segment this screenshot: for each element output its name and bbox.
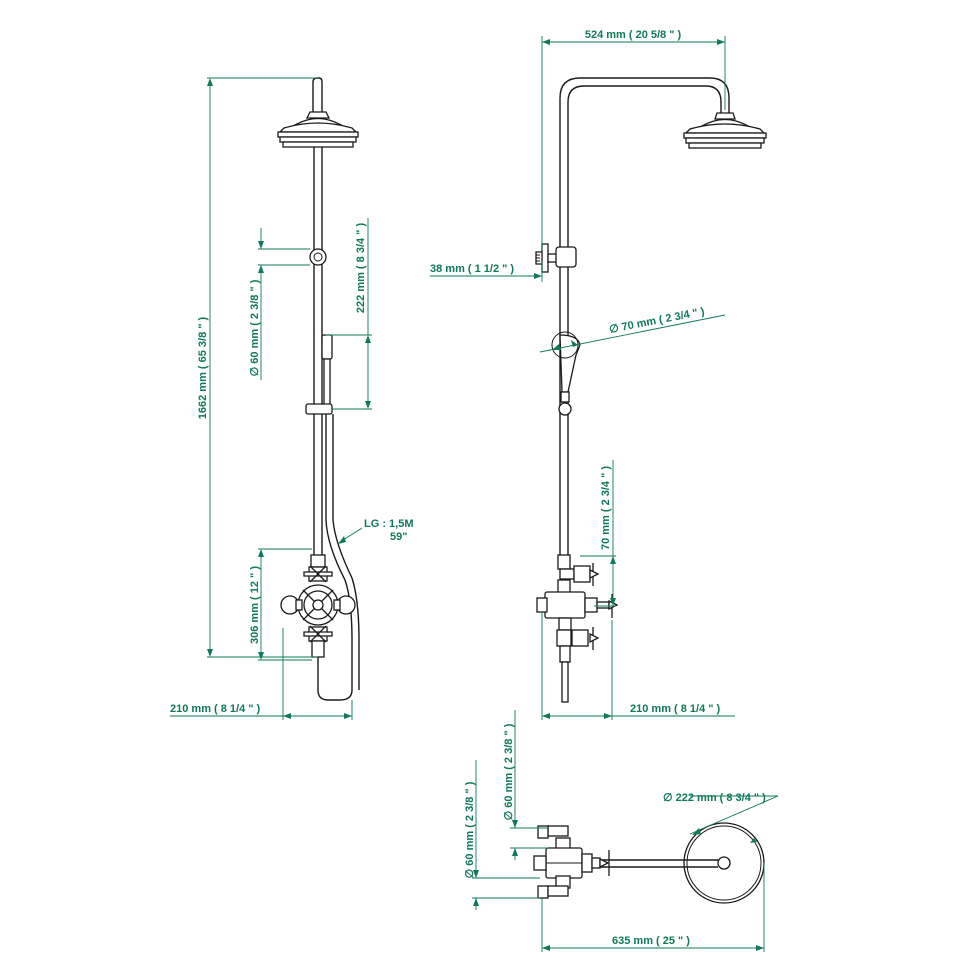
- side-depth-label: 210 mm ( 8 1/4 " ): [630, 703, 721, 715]
- front-valve-dimension: 306 mm ( 12 " ): [249, 548, 312, 661]
- front-upper-valve: [303, 554, 333, 583]
- side-wall-bracket: [535, 243, 577, 273]
- side-depth-dimension: 210 mm ( 8 1/4 " ): [541, 612, 735, 720]
- side-view: 524 mm ( 20 5/8 " ) 38 mm ( 1 1/2 " ) ∅ …: [430, 29, 767, 720]
- top-width-dimension: 635 mm ( 25 " ): [541, 863, 765, 952]
- side-arm-label: 524 mm ( 20 5/8 " ): [585, 29, 682, 41]
- side-head-arm: [559, 77, 730, 250]
- front-slide-bracket: [305, 403, 333, 415]
- side-shower-head: [683, 112, 767, 149]
- front-depth-label: 210 mm ( 8 1/4 " ): [170, 703, 261, 715]
- side-valve-label: 70 mm ( 2 3/4 " ): [600, 466, 612, 550]
- front-thermostatic-body: [280, 584, 356, 626]
- front-hose-callout: LG : 1,5M 59": [338, 518, 414, 544]
- front-flange-label: ∅ 60 mm ( 2 3/8 " ): [249, 279, 261, 376]
- side-rose-label: ∅ 70 mm ( 2 3/4 " ): [608, 306, 706, 336]
- side-bracket-dimension: 38 mm ( 1 1/2 " ): [430, 262, 543, 282]
- front-valve-label: 306 mm ( 12 " ): [249, 566, 261, 644]
- front-depth-dimension: 210 mm ( 8 1/4 " ): [170, 628, 353, 720]
- front-bracket-dimension: 222 mm ( 8 3/4 " ): [326, 218, 372, 410]
- side-bracket-label: 38 mm ( 1 1/2 " ): [430, 263, 514, 275]
- top-shower-head: [683, 822, 765, 904]
- top-flange-b-dimension: ∅ 60 mm ( 2 3/8 " ): [464, 760, 540, 910]
- front-shower-head: [277, 111, 359, 148]
- front-wall-bracket: [309, 248, 327, 266]
- side-handshower: [558, 334, 581, 416]
- front-handshower: [321, 334, 333, 406]
- top-flange-a-label: ∅ 60 mm ( 2 3/8 " ): [503, 723, 515, 820]
- front-lower-valve: [303, 625, 333, 658]
- top-width-label: 635 mm ( 25 " ): [612, 935, 690, 947]
- front-view: 1662 mm ( 65 3/8 " ) 222 mm ( 8 3/4 " ) …: [170, 77, 414, 720]
- top-valve-body: [533, 825, 610, 899]
- top-flange-b-label: ∅ 60 mm ( 2 3/8 " ): [464, 781, 476, 878]
- front-bracket-label: 222 mm ( 8 3/4 " ): [355, 223, 367, 314]
- top-view: ∅ 60 mm ( 2 3/8 " ) ∅ 60 mm ( 2 3/8 " ) …: [464, 710, 779, 952]
- top-flange-a-dimension: ∅ 60 mm ( 2 3/8 " ): [503, 710, 548, 860]
- front-height-dimension: 1662 mm ( 65 3/8 " ): [197, 77, 318, 658]
- front-hose: [317, 414, 353, 701]
- side-valve-assembly: [536, 554, 619, 703]
- side-valve-dimension: 70 mm ( 2 3/4 " ): [580, 460, 616, 607]
- top-head-dimension: ∅ 222 mm ( 8 3/4 " ): [663, 792, 779, 843]
- front-head-arm: [312, 77, 323, 112]
- side-arm-dimension: 524 mm ( 20 5/8 " ): [541, 29, 726, 250]
- hose-length-line2: 59": [390, 531, 407, 543]
- front-flange-dimension: ∅ 60 mm ( 2 3/8 " ): [249, 228, 310, 380]
- top-head-label: ∅ 222 mm ( 8 3/4 " ): [663, 792, 766, 804]
- front-height-label: 1662 mm ( 65 3/8 " ): [197, 316, 209, 419]
- hose-length-line1: LG : 1,5M: [364, 518, 414, 530]
